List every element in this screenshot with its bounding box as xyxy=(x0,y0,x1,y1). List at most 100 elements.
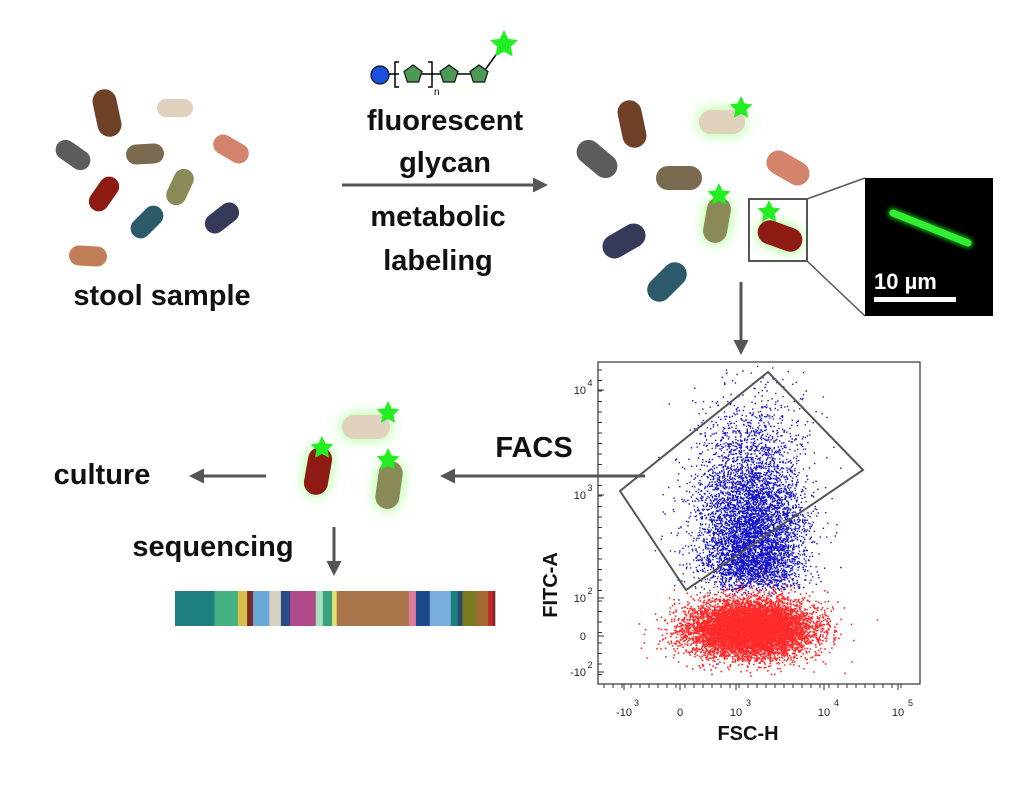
fluorescent-star-icon xyxy=(757,200,781,222)
bracket-right xyxy=(428,61,433,88)
svg-text:0: 0 xyxy=(580,631,586,643)
labeled-bacterium xyxy=(757,200,803,252)
y-tick-label: -102 xyxy=(570,660,604,679)
x-tick-label: 10 5 xyxy=(892,684,913,719)
zoom-box xyxy=(748,198,808,262)
y-tick-label: 102 xyxy=(574,586,604,605)
labeled-bacterium xyxy=(303,436,334,495)
y-axis-label: FITC-A xyxy=(540,552,562,618)
fluorescent-star-icon xyxy=(376,448,400,470)
sequencing-label: sequencing xyxy=(132,531,293,563)
repeat-subscript: n xyxy=(434,87,440,98)
glycan-structure: n xyxy=(370,30,518,98)
micrograph: 10 µm xyxy=(865,178,993,316)
svg-text:2: 2 xyxy=(587,586,592,596)
svg-text:10: 10 xyxy=(892,707,904,719)
svg-text:-10: -10 xyxy=(570,667,586,679)
y-tick-label: 104 xyxy=(574,378,604,397)
sequence-segment xyxy=(429,591,451,626)
sorted-bacteria xyxy=(303,401,403,509)
sequence-segment xyxy=(332,591,338,626)
labeled-bacterium xyxy=(375,448,403,509)
svg-text:3: 3 xyxy=(587,483,592,493)
labeled-cell xyxy=(889,209,972,247)
bacterium xyxy=(88,176,120,212)
labeled-bacterium xyxy=(703,183,731,243)
svg-text:3: 3 xyxy=(746,698,751,708)
culture-label: culture xyxy=(54,459,151,491)
sequence-segment xyxy=(415,591,431,626)
labeled-bacterium xyxy=(342,401,400,439)
facs-label: FACS xyxy=(495,432,572,464)
sequence-segment xyxy=(214,591,239,626)
x-tick-label: 104 xyxy=(818,684,839,719)
pentose-icon xyxy=(469,64,489,83)
x-tick-label: 10 3 xyxy=(730,684,751,719)
svg-text:10: 10 xyxy=(574,385,586,397)
sequence-segment xyxy=(457,591,463,626)
event-dots xyxy=(638,365,879,677)
bracket-left xyxy=(394,61,399,88)
sequence-segment xyxy=(336,591,410,626)
fluorescent-star-icon xyxy=(310,436,334,458)
svg-text:4: 4 xyxy=(587,378,592,388)
bacterium xyxy=(656,166,702,190)
bacterium xyxy=(69,245,107,267)
glycan-label: glycan xyxy=(399,147,491,179)
labeled-community xyxy=(576,96,810,302)
bacterium xyxy=(126,143,164,165)
bacterium xyxy=(647,262,687,302)
x-tick-label: -103 xyxy=(616,684,639,719)
svg-text:5: 5 xyxy=(908,698,913,708)
gated-events xyxy=(654,365,842,665)
bacterium xyxy=(602,223,646,259)
bacterium xyxy=(92,89,122,137)
sequence-segment xyxy=(408,591,417,626)
stool-sample-label: stool sample xyxy=(73,280,250,312)
y-tick-label: 0 xyxy=(580,631,604,643)
bacterium xyxy=(576,139,618,179)
svg-text:10: 10 xyxy=(574,490,586,502)
bacterium xyxy=(617,100,647,148)
sequence-segment xyxy=(488,591,493,626)
svg-text:10: 10 xyxy=(574,593,586,605)
svg-text:10: 10 xyxy=(730,707,742,719)
sequence-segment xyxy=(280,591,291,626)
metabolic-label: metabolic xyxy=(370,201,505,233)
sequence-segment xyxy=(237,591,248,626)
zoom-line xyxy=(806,260,866,317)
hexose-icon xyxy=(370,65,390,85)
sequence-segment xyxy=(322,591,333,626)
sequencing-result-bar xyxy=(175,591,496,626)
svg-text:2: 2 xyxy=(587,660,592,670)
fluorescent-star-icon xyxy=(729,96,753,118)
stool-sample-bacteria xyxy=(55,89,249,267)
svg-text:10: 10 xyxy=(818,707,830,719)
zoom-line xyxy=(806,177,866,200)
labeled-bacterium xyxy=(699,96,753,134)
svg-text:3: 3 xyxy=(634,698,639,708)
pentose-icon xyxy=(403,64,423,83)
sequence-segment xyxy=(492,591,496,626)
ungated-events xyxy=(638,572,879,677)
fluorescent-star-icon xyxy=(707,183,731,205)
bacterium xyxy=(204,202,240,234)
fluorescent-label: fluorescent xyxy=(367,105,524,137)
bacterium xyxy=(130,205,164,239)
pentose-icon xyxy=(439,64,459,83)
scale-bar-label: 10 µm xyxy=(874,269,937,294)
sequence-segment xyxy=(462,591,477,626)
bacterium xyxy=(213,134,249,164)
x-tick-label: 0 xyxy=(677,684,683,719)
fluorophore-star-icon xyxy=(490,30,518,57)
svg-text:0: 0 xyxy=(677,707,683,719)
sequence-segment xyxy=(315,591,324,626)
sequence-segment xyxy=(476,591,489,626)
sequence-segment xyxy=(253,591,270,626)
sequence-segment xyxy=(175,591,215,626)
sorting-gate xyxy=(618,370,865,592)
